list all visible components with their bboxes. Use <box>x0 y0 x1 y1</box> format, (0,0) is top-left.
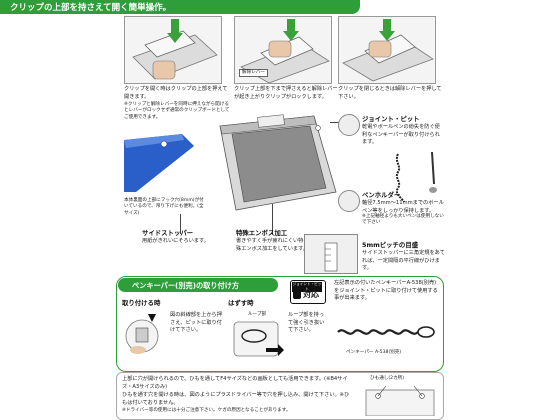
keeper-right-text: 左記表示の付いたペンキーパーA-538(別売)をジョイント・ピットに取り付けて使… <box>334 280 438 302</box>
scale-drawing <box>324 242 338 272</box>
product-label: ペンキーパー A-538(別売) <box>346 350 402 355</box>
side-stopper-text: 用紙がきれいにそろいます。 <box>142 238 209 244</box>
joint-pit-badge: ジョイント・ピット 対応 <box>290 280 326 304</box>
pen-keeper-coil-drawing <box>395 151 437 203</box>
attach-title: 取り付ける時 <box>122 299 161 307</box>
hook-hole-drawing <box>124 134 194 192</box>
pitch-text: サイドストッパーに三角定規をあてれば、一定間隔の平行線がひけます。 <box>362 250 445 272</box>
side-stopper-title: サイドストッパー <box>142 229 194 237</box>
badge-main-text: 対応 <box>303 290 319 299</box>
joint-pit-title: ジョイント・ピット <box>362 115 420 123</box>
step3-drawing <box>342 19 434 82</box>
pen-keeper-product <box>334 318 438 346</box>
attach-illustration <box>122 308 170 364</box>
step1-illustration <box>124 16 222 84</box>
pen-keeper-title: ペンキーパー(別売)の取り付け方 <box>132 281 240 290</box>
hole-drawing <box>365 385 435 417</box>
remove-illustration: ループ部 <box>228 308 286 364</box>
bottom-text: 上部に穴が開けられるので、ひもを通してF4サイズなどの画板としても活用できます。… <box>122 376 348 390</box>
pen-keeper-coil <box>392 150 452 204</box>
hole-label: ひも通し(2カ所) <box>370 376 405 381</box>
attach-text: 図の斜線部を上から押さえ、ピットに取り付けて下さい。 <box>170 312 222 334</box>
hook-hole-illustration <box>124 132 194 192</box>
header-title-bar: クリップの上部を持さえて開く簡単操作。 <box>0 0 360 14</box>
clipboard-drawing <box>219 114 337 211</box>
emboss-leader <box>272 204 273 234</box>
pen-keeper-title-bar: ペンキーパー(別売)の取り付け方 <box>118 278 278 292</box>
bottom-note: ※ドライバー等の使用には十分ご注意下さい。ケガの原因となることがあります。 <box>122 408 291 413</box>
header-title: クリップの上部を持さえて開く簡単操作。 <box>10 3 172 13</box>
badge-icon <box>293 289 301 299</box>
joint-pit-closeup <box>338 114 360 136</box>
remove-title: はずす時 <box>228 299 254 307</box>
pen-holder-text: 軸径7.5mm〜11mmまでのボールペン等をしっかり保持します。 <box>362 200 444 214</box>
clipboard-illustration <box>210 112 338 212</box>
pen-holder-closeup <box>338 190 360 212</box>
pen-holder-title: ペンホルダー <box>362 191 401 199</box>
loop-label: ループ部 <box>248 312 267 317</box>
pen-keeper-product-drawing <box>337 326 435 338</box>
step3-text: クリップを閉じるときは解除レバーを押して下さい。 <box>338 86 442 100</box>
release-lever-callout: 解除レバー <box>239 69 268 78</box>
remove-text: ループ部を持って強く引き抜いて下さい。 <box>288 312 325 334</box>
step2-illustration: 解除レバー <box>234 16 332 84</box>
emboss-text: 書きやすく手が疲れにくい特殊エンボス加工をしています。 <box>236 238 308 252</box>
pen-holder-note: ※上記軸径よりも大いペンは使用しないで下さい <box>362 214 444 226</box>
remove-drawing <box>233 321 284 357</box>
step2-text: クリップ上部を下まで押さえると解除レバーが起き上がりクリップがロックします。 <box>234 86 338 100</box>
step1-drawing <box>132 19 218 80</box>
pitch-title: 5mmピッチの目盛 <box>362 241 419 249</box>
emboss-title: 特殊エンボス加工 <box>236 229 288 237</box>
attach-drawing <box>125 314 159 354</box>
step1-text: クリップを開く時はクリップの上部を押えて開きます。 <box>124 86 228 100</box>
joint-pit-text: 乾電やボールペンの紛失を防ぐ便利なペンキーパーが取り付けられます。 <box>362 124 440 146</box>
hole-illustration <box>362 384 438 417</box>
scale-closeup <box>304 234 358 274</box>
step1-note: ※クリップと解除レバーを同時に押えながら開けるとレバーがロックせず通常のクリップ… <box>124 102 230 120</box>
pen-keeper-section <box>116 276 444 372</box>
hook-hole-note: 本体裏面の上部にフック穴(8mm)が付いているので、吊り下げにも便利。(全サイズ… <box>124 198 204 216</box>
step3-illustration <box>338 16 436 84</box>
bottom-line2: ひもを通す穴を開ける時は、図のようにプラスドライバー等で穴を押し込み、開けて下さ… <box>122 392 350 406</box>
side-stopper-leader <box>180 214 181 234</box>
badge-top-text: ジョイント・ピット <box>292 282 322 292</box>
